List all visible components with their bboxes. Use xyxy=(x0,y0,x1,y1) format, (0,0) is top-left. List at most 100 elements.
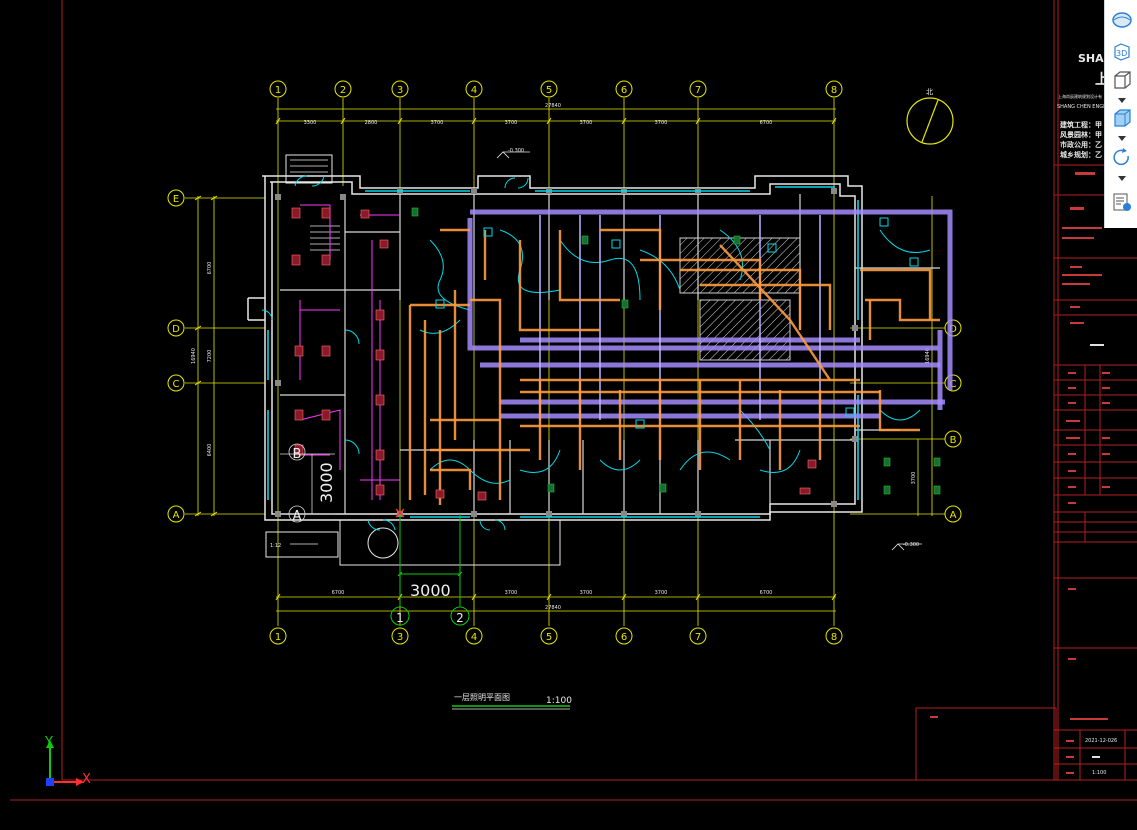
grid-bubble-bottom xyxy=(465,627,483,645)
svg-text:3D: 3D xyxy=(1116,49,1127,58)
grid-bubble-labels: 1 2 3 4 5 6 7 8 1 3 4 5 6 7 8 E D C A D … xyxy=(172,85,957,643)
3d-view-icon[interactable]: 3D xyxy=(1109,40,1135,64)
svg-text:D: D xyxy=(172,324,180,335)
svg-text:7: 7 xyxy=(695,85,701,96)
level-left-bottom-text: 1:12 xyxy=(270,543,281,549)
temp-grid-label-1: 1 xyxy=(396,611,404,625)
grid-bubble-left xyxy=(167,189,185,207)
svg-text:7: 7 xyxy=(695,632,701,643)
svg-text:6: 6 xyxy=(621,85,627,96)
svg-text:6400: 6400 xyxy=(207,444,213,457)
doors xyxy=(261,175,529,531)
grid-bubble-bottom xyxy=(689,627,707,645)
svg-text:2800: 2800 xyxy=(365,120,378,126)
grid-bubble-bottom xyxy=(540,627,558,645)
svg-text:1: 1 xyxy=(275,632,281,643)
dynamic-dimension-vertical-value: 3000 xyxy=(317,462,336,503)
svg-text:A: A xyxy=(950,510,957,521)
company-short-text: SHA xyxy=(1078,52,1104,65)
svg-text:2: 2 xyxy=(340,85,346,96)
dimension-ticks xyxy=(194,117,837,601)
view-navigation-toolbar: 3D xyxy=(1104,0,1137,228)
grid-bubble-bottom xyxy=(825,627,843,645)
room-tag-b: B xyxy=(293,447,302,462)
svg-text:27840: 27840 xyxy=(545,103,561,109)
properties-icon[interactable] xyxy=(1109,190,1135,214)
cursor-crosshair xyxy=(395,508,405,518)
interior-walls xyxy=(280,194,940,514)
svg-text:6700: 6700 xyxy=(760,590,773,596)
grid-bubble-top xyxy=(540,80,558,98)
ucs-x-label: X xyxy=(82,772,91,787)
svg-text:3700: 3700 xyxy=(911,472,917,485)
grid-bubble-top xyxy=(615,80,633,98)
grid-bubble-top xyxy=(825,80,843,98)
drawing-scale-text: 1:100 xyxy=(546,696,572,706)
stair-left xyxy=(310,225,340,251)
grid-bubble-left xyxy=(167,374,185,392)
company-en-text: SHANG CHEN ENGINEE xyxy=(1057,104,1115,110)
grid-bubble-bottom xyxy=(391,627,409,645)
svg-text:3700: 3700 xyxy=(580,120,593,126)
shaded-box-icon[interactable] xyxy=(1109,106,1135,130)
company-line-text: 上海尚辰建筑规划设计有 xyxy=(1058,93,1102,99)
grid-bubble-top xyxy=(391,80,409,98)
svg-text:3: 3 xyxy=(397,85,403,96)
svg-text:8: 8 xyxy=(831,632,837,643)
building-walls xyxy=(247,154,863,566)
dynamic-dimension[interactable] xyxy=(390,514,470,626)
orbit-icon[interactable] xyxy=(1109,146,1135,170)
drawing-title: 一层照明平面图 1:100 xyxy=(452,693,572,710)
svg-text:7200: 7200 xyxy=(207,350,213,363)
svg-text:8: 8 xyxy=(831,85,837,96)
dynamic-dimension-vertical[interactable] xyxy=(280,443,335,523)
svg-text:16940: 16940 xyxy=(925,348,931,364)
svg-text:C: C xyxy=(173,379,180,390)
svg-text:6700: 6700 xyxy=(207,262,213,275)
svg-text:A: A xyxy=(173,510,180,521)
svg-text:4: 4 xyxy=(471,85,477,96)
grid-bubble-top xyxy=(689,80,707,98)
svg-text:3300: 3300 xyxy=(304,120,317,126)
svg-text:C: C xyxy=(950,379,957,390)
light-fixtures xyxy=(291,207,941,501)
chevron-down-icon[interactable] xyxy=(1117,174,1127,182)
drawing-frame xyxy=(10,0,1137,801)
svg-text:3700: 3700 xyxy=(431,120,444,126)
svg-text:3: 3 xyxy=(397,632,403,643)
title-block-small-marks xyxy=(930,172,1110,774)
svg-text:-0.300: -0.300 xyxy=(508,148,524,154)
grid-bubble-right xyxy=(944,374,962,392)
temp-grid-label-2: 2 xyxy=(456,611,464,625)
dimension-texts: 3300 2800 3700 3700 3700 3700 6700 27840… xyxy=(191,103,931,611)
ucs-y-label: Y xyxy=(45,735,53,750)
chevron-down-icon[interactable] xyxy=(1117,134,1127,142)
grid-bubble-bottom xyxy=(615,627,633,645)
svg-text:3700: 3700 xyxy=(655,120,668,126)
grid-axes xyxy=(185,98,945,626)
svg-text:5: 5 xyxy=(546,85,552,96)
svg-text:5: 5 xyxy=(546,632,552,643)
svg-text:1: 1 xyxy=(275,85,281,96)
wireframe-box-icon[interactable] xyxy=(1109,68,1135,92)
qual-4-text: 城乡规划：乙 xyxy=(1060,150,1102,159)
grid-bubble-right xyxy=(944,505,962,523)
grid-bubble-left xyxy=(167,505,185,523)
title-block-text: SHA 上 上海尚辰建筑规划设计有 SHANG CHEN ENGINEE 建筑工… xyxy=(1057,52,1117,776)
svg-text:-0.300: -0.300 xyxy=(903,542,919,548)
ucs-axis-icon: Y X xyxy=(40,735,100,788)
svg-text:E: E xyxy=(173,194,179,205)
scale-value-text: 1:100 xyxy=(1092,770,1106,776)
chevron-down-icon[interactable] xyxy=(1117,96,1127,104)
view-cube-icon[interactable] xyxy=(1109,8,1135,32)
grid-bubble-left xyxy=(167,319,185,337)
svg-text:B: B xyxy=(950,435,957,446)
svg-text:3700: 3700 xyxy=(655,590,668,596)
purple-ducts xyxy=(467,209,953,419)
svg-text:6700: 6700 xyxy=(760,120,773,126)
svg-text:4: 4 xyxy=(471,632,477,643)
room-tag-a: A xyxy=(293,509,302,524)
cyan-wiring xyxy=(419,229,931,484)
qual-2-text: 风景园林：甲 xyxy=(1060,130,1102,139)
